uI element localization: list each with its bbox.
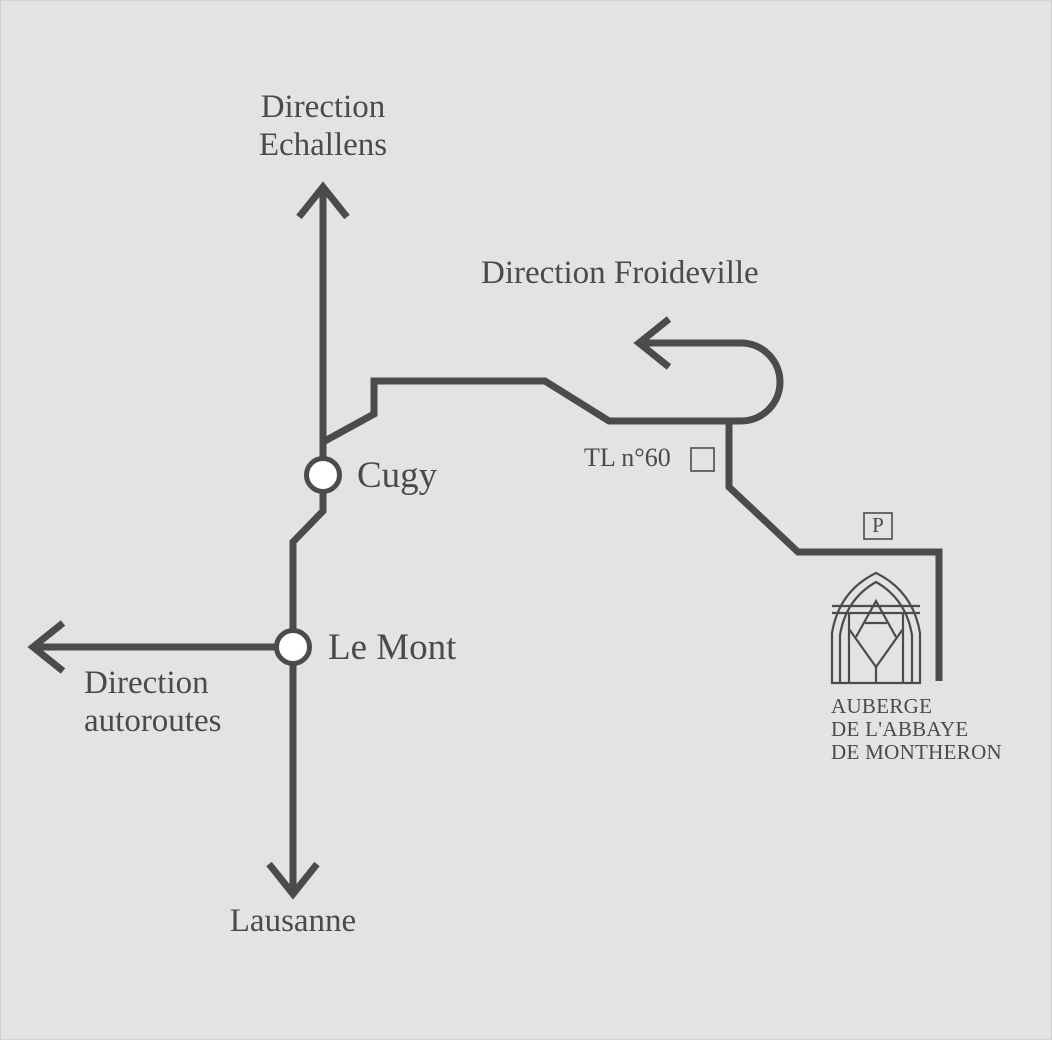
venue-name: AUBERGE DE L'ABBAYE DE MONTHERON — [831, 696, 1002, 763]
arrow-south-icon — [266, 861, 320, 900]
venue-name-line1: AUBERGE — [831, 694, 933, 718]
cugy-marker-icon — [304, 456, 342, 494]
arrow-froideville-icon — [633, 316, 672, 370]
direction-echallens-label: Direction Echallens — [223, 91, 423, 162]
direction-autoroutes-label: Direction autoroutes — [84, 667, 221, 738]
venue-name-line3: DE MONTHERON — [831, 740, 1003, 764]
arrow-west-icon — [27, 620, 66, 674]
direction-echallens-line2: Echallens — [258, 127, 388, 163]
lausanne-label: Lausanne — [229, 903, 357, 939]
direction-autoroutes-line2: autoroutes — [84, 703, 222, 739]
direction-autoroutes-line1: Direction — [84, 665, 209, 701]
road-cugy-to-auberge — [321, 377, 943, 681]
direction-echallens-line1: Direction — [260, 89, 386, 125]
road-to-froideville — [639, 339, 784, 425]
bus-stop-icon — [690, 447, 715, 472]
arrow-north-icon — [296, 181, 350, 220]
le-mont-label: Le Mont — [328, 627, 457, 668]
direction-froideville-label: Direction Froideville — [481, 255, 759, 291]
parking-label: P — [872, 513, 884, 537]
road-cugy-to-le-mont — [289, 493, 327, 629]
le-mont-marker-icon — [274, 628, 312, 666]
parking-icon — [863, 512, 893, 540]
abbey-arch-logo-icon — [830, 571, 922, 685]
venue-name-line2: DE L'ABBAYE — [831, 717, 969, 741]
bus-stop-label: TL n°60 — [584, 443, 671, 472]
cugy-label: Cugy — [357, 455, 438, 496]
